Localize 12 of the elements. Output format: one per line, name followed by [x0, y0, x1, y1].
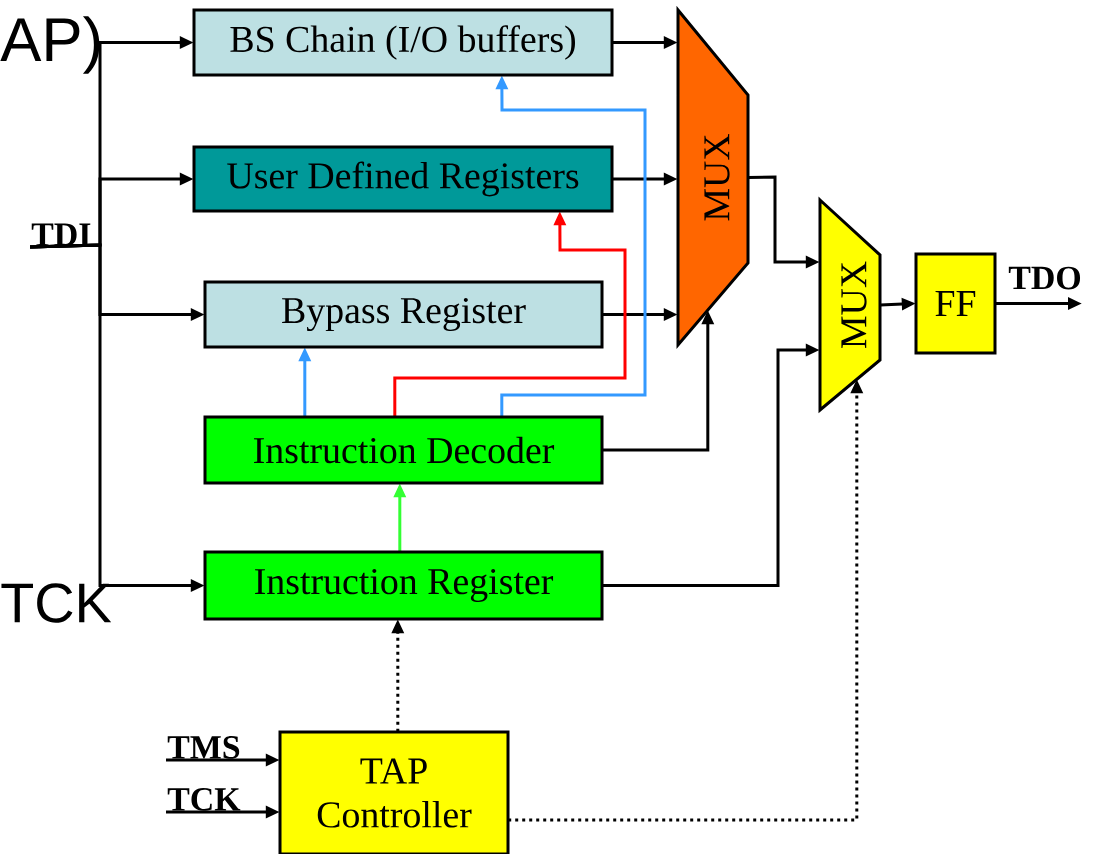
register-box: BS Chain (I/O buffers): [192, 8, 614, 77]
register-box: TAP Controller: [278, 730, 510, 854]
edge-label: TDO: [1007, 265, 1083, 291]
register-box: FF: [914, 252, 997, 355]
register-box: User Defined Registers: [192, 145, 614, 213]
register-box: Bypass Register: [203, 280, 604, 349]
pin-label: TCK: [167, 788, 241, 811]
heading-text: AP): [0, 16, 100, 74]
register-box: Instruction Register: [203, 550, 604, 621]
heading-text: TCK: [1, 583, 112, 623]
register-box: Instruction Decoder: [203, 415, 604, 485]
pin-label: TMS: [167, 736, 240, 759]
